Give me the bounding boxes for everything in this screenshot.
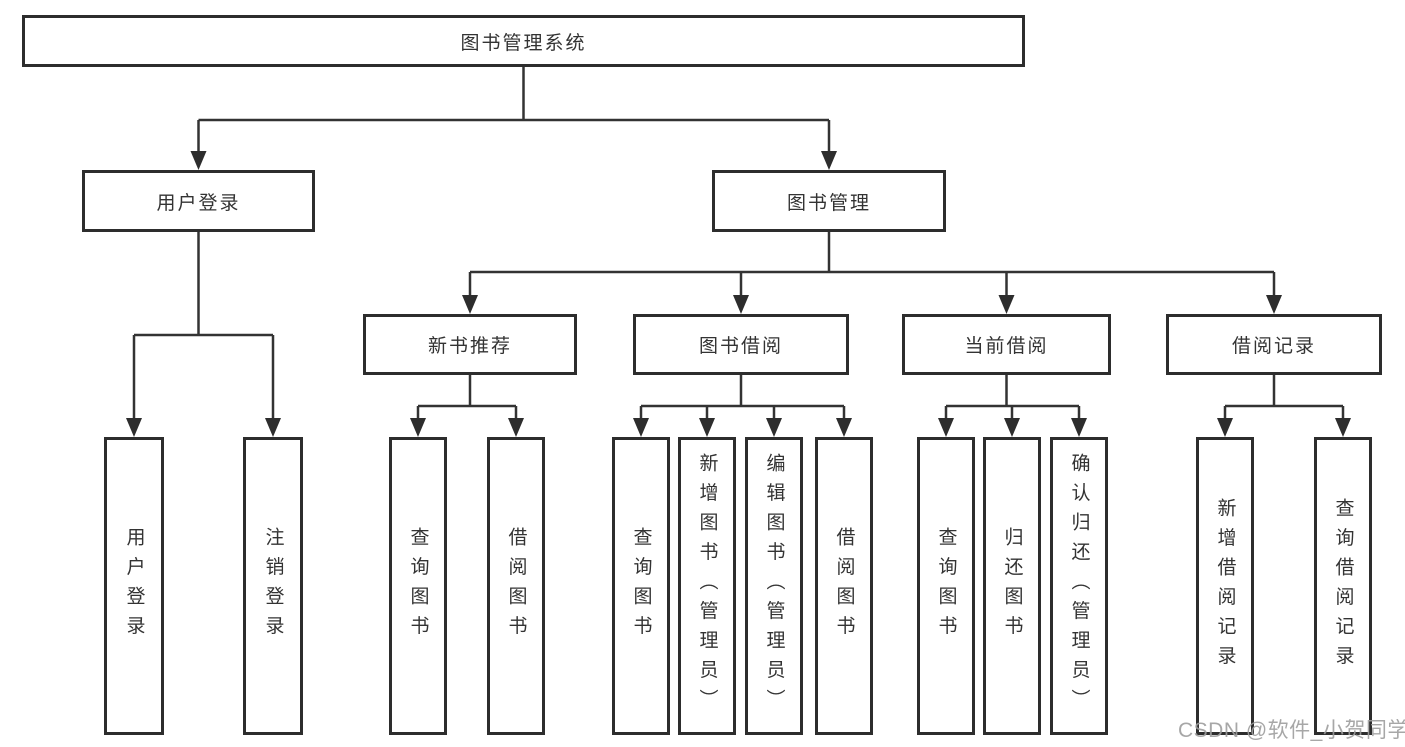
- node-leaf-return-books: 归还图书: [983, 437, 1041, 735]
- node-current-borrowing: 当前借阅: [902, 314, 1111, 375]
- node-label: 借阅图书: [505, 527, 527, 645]
- node-label: 用户登录: [123, 527, 145, 645]
- node-label: 借阅图书: [833, 527, 855, 645]
- node-label: 图书管理: [786, 192, 871, 214]
- node-leaf-query-borrow-record: 查询借阅记录: [1314, 437, 1372, 735]
- node-leaf-query-books-recommend: 查询图书: [389, 437, 447, 735]
- arrowhead-icon: [508, 418, 524, 437]
- node-label: 编辑图书（管理员）: [763, 453, 785, 719]
- edge-book-borrowing: [633, 375, 852, 437]
- arrowhead-icon: [1071, 418, 1087, 437]
- arrowhead-icon: [836, 418, 852, 437]
- arrowhead-icon: [190, 151, 207, 170]
- node-leaf-add-borrow-record: 新增借阅记录: [1196, 437, 1254, 735]
- arrowhead-icon: [1004, 418, 1020, 437]
- arrowhead-icon: [462, 295, 478, 314]
- edge-borrowing-records: [1217, 375, 1351, 437]
- arrowhead-icon: [821, 151, 837, 170]
- node-label: 确认归还（管理员）: [1068, 453, 1090, 719]
- node-label: 新增借阅记录: [1214, 497, 1236, 675]
- node-label: 新增图书（管理员）: [696, 453, 718, 719]
- arrowhead-icon: [633, 418, 649, 437]
- arrowhead-icon: [1266, 295, 1282, 314]
- node-label: 查询借阅记录: [1332, 497, 1354, 675]
- node-leaf-add-books-admin: 新增图书（管理员）: [678, 437, 736, 735]
- node-new-book-recommend: 新书推荐: [363, 314, 577, 375]
- watermark: CSDN @软件_小贺同学: [1178, 719, 1405, 742]
- arrowhead-icon: [1217, 418, 1233, 437]
- node-label: 查询图书: [935, 527, 957, 645]
- node-label: 用户登录: [156, 192, 241, 214]
- node-leaf-borrow-books-recommend: 借阅图书: [487, 437, 545, 735]
- edge-user-login: [126, 232, 281, 437]
- node-root: 图书管理系统: [22, 15, 1025, 67]
- node-label: 当前借阅: [964, 336, 1049, 357]
- node-leaf-logout: 注销登录: [243, 437, 303, 735]
- node-user-login: 用户登录: [82, 170, 315, 232]
- arrowhead-icon: [733, 295, 749, 314]
- arrowhead-icon: [938, 418, 954, 437]
- node-borrowing-records: 借阅记录: [1166, 314, 1382, 375]
- node-leaf-borrow-books-borrowing: 借阅图书: [815, 437, 873, 735]
- edge-new-book-recommend: [410, 375, 524, 437]
- node-leaf-query-books-borrowing: 查询图书: [612, 437, 670, 735]
- edge-book-management: [462, 232, 1282, 314]
- node-label: 查询图书: [407, 527, 429, 645]
- node-leaf-confirm-return-admin: 确认归还（管理员）: [1050, 437, 1108, 735]
- node-label: 借阅记录: [1231, 336, 1316, 357]
- node-label: 图书管理系统: [460, 32, 587, 54]
- arrowhead-icon: [126, 418, 142, 437]
- node-label: 注销登录: [262, 527, 284, 645]
- arrowhead-icon: [766, 418, 782, 437]
- arrowhead-icon: [998, 295, 1015, 314]
- node-leaf-user-login: 用户登录: [104, 437, 164, 735]
- arrowhead-icon: [699, 418, 715, 437]
- arrowhead-icon: [265, 418, 281, 437]
- arrowhead-icon: [1335, 418, 1351, 437]
- node-label: 归还图书: [1001, 527, 1023, 645]
- node-leaf-query-books-current: 查询图书: [917, 437, 975, 735]
- node-book-borrowing: 图书借阅: [633, 314, 849, 375]
- edge-current-borrowing: [938, 375, 1087, 437]
- edge-root: [190, 67, 837, 170]
- node-book-management: 图书管理: [712, 170, 946, 232]
- node-label: 图书借阅: [698, 336, 783, 357]
- node-label: 查询图书: [630, 527, 652, 645]
- node-leaf-edit-books-admin: 编辑图书（管理员）: [745, 437, 803, 735]
- arrowhead-icon: [410, 418, 426, 437]
- node-label: 新书推荐: [427, 336, 512, 357]
